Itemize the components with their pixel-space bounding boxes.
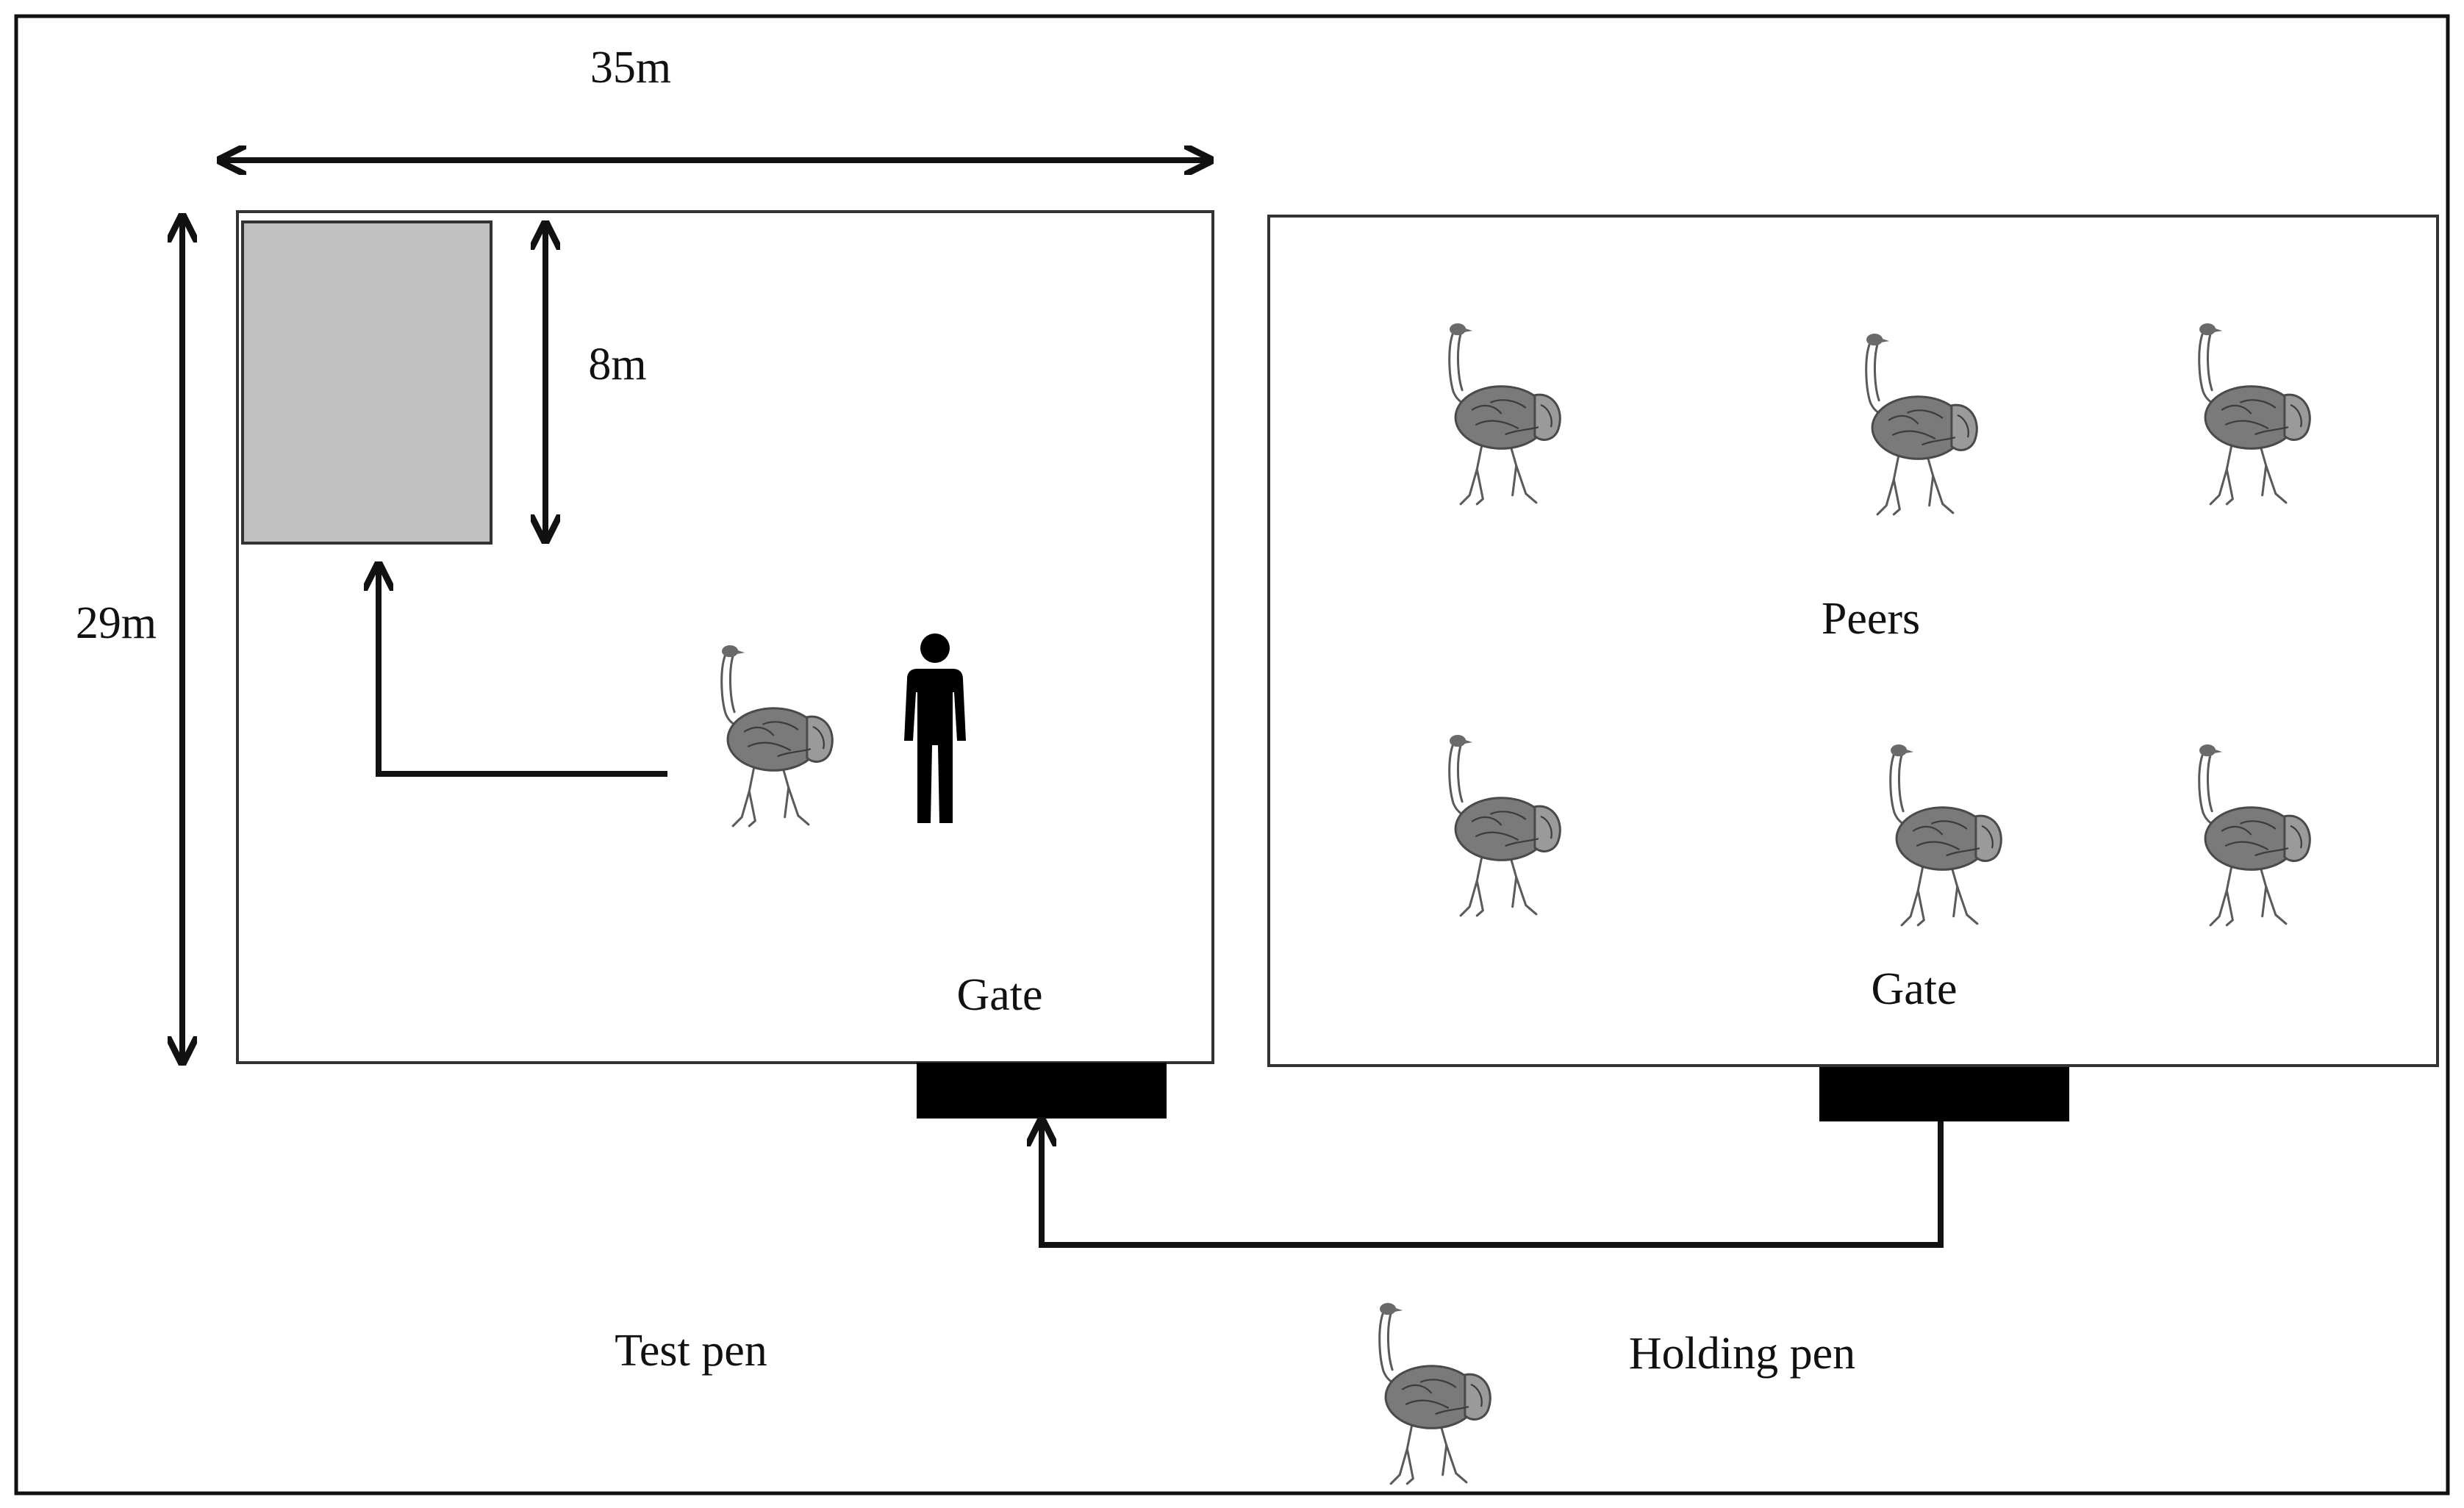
test-pen-gate-label: Gate — [956, 970, 1042, 1020]
shelter-area — [241, 220, 493, 545]
waiting-ostrich-icon — [1378, 1301, 1491, 1485]
holding-pen-enclosure — [1267, 215, 2439, 1067]
peer-ostrich-icon — [1448, 733, 1561, 917]
outer-frame — [14, 14, 2450, 1496]
peers-label: Peers — [1822, 594, 1920, 644]
peer-ostrich-icon — [2198, 743, 2311, 927]
test-pen-enclosure — [236, 210, 1214, 1064]
shelter-dimension-label: 8m — [588, 340, 646, 389]
test-pen-gate — [917, 1063, 1167, 1119]
holding-pen-label: Holding pen — [1629, 1329, 1855, 1379]
holding-pen-gate-label: Gate — [1871, 964, 1957, 1014]
peer-ostrich-icon — [1448, 322, 1561, 506]
approach-path-arrow — [379, 567, 667, 777]
width-dimension-label: 35m — [590, 43, 671, 93]
holding-pen-gate — [1819, 1066, 2069, 1121]
peer-ostrich-icon — [2198, 322, 2311, 506]
person-icon — [904, 633, 966, 823]
peer-ostrich-icon — [1865, 332, 1978, 516]
test-ostrich-icon — [720, 644, 834, 827]
height-dimension-label: 29m — [76, 598, 157, 648]
test-pen-label: Test pen — [615, 1326, 767, 1376]
peer-ostrich-icon — [1889, 743, 2002, 927]
transfer-route-arrow — [1042, 1121, 1944, 1248]
